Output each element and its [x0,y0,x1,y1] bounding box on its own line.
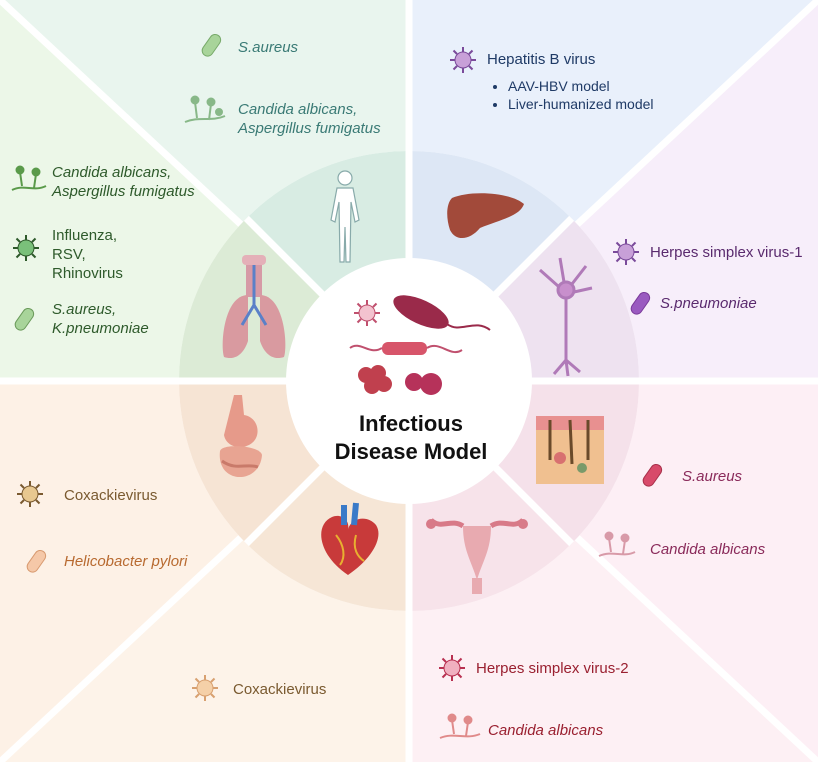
reproductive-fungus-label: Candida albicans [488,722,604,739]
lung-icon [222,255,286,359]
lung-bacterium-icon [14,307,35,331]
lung-virus-line3: Rhinovirus [52,265,123,282]
neuron-virus-label: Herpes simplex virus-1 [650,244,803,261]
center-virus-icon [353,299,381,327]
center-bacterium-icon [393,295,449,329]
uterus-icon [426,518,528,594]
lung-bacteria-line1: S.aureus, [52,301,117,318]
reproductive-candida-mycelium-icon [439,713,481,739]
lung-virus-line2: RSV, [52,246,86,263]
lung-bacteria-line2: K.pneumoniae [52,320,149,337]
center-title-line2: Disease Model [334,439,488,464]
liver-model-item: AAV-HBV model [508,77,654,95]
gut-bacteria-label: Helicobacter pylori [64,553,188,570]
lung-virus-line1: Influenza, [52,227,118,244]
helicobacter-bacterium-icon [26,549,47,573]
heart-icon [321,502,379,575]
coxackievirus-heart-icon [191,674,219,702]
whole-body-pathogen-2-line2: Aspergillus fumigatus [238,120,381,137]
neuron-icon [539,257,593,377]
center-title: Infectious Disease Model [306,410,516,466]
center-pathogen-cluster [349,295,491,395]
center-rod-bacterium-icon [382,342,427,355]
neuron-bacteria-label: S.pneumoniae [660,295,757,312]
hsv1-virus-icon [612,238,640,266]
skin-candida-mycelium-icon [598,531,636,557]
skin-fungus-label: Candida albicans [650,541,766,558]
lung-fungi-mycelium-icon [11,165,47,191]
center-title-line1: Infectious [359,411,463,436]
hsv2-virus-icon [438,654,466,682]
heart-virus-label: Coxackievirus [233,681,327,698]
center-cocci-cluster-icon [358,365,392,394]
reproductive-virus-label: Herpes simplex virus-2 [476,660,629,677]
skin-s-aureus-bacterium-icon [642,463,663,487]
liver-model-item: Liver-humanized model [508,95,654,113]
coxackievirus-gut-icon [16,480,44,508]
liver-model-list: AAV-HBV model Liver-humanized model [490,77,654,113]
gut-virus-label: Coxackievirus [64,487,158,504]
stomach-intestine-icon [219,395,262,478]
lung-fungi-line1: Candida albicans, [52,164,172,181]
fungi-mycelium-icon [184,95,226,123]
skin-tissue-icon [536,416,604,484]
influenza-virus-icon [12,234,40,262]
hepatitis-b-virus-icon [449,46,477,74]
skin-bacteria-label: S.aureus [682,468,743,485]
lung-fungi-line2: Aspergillus fumigatus [52,183,195,200]
human-body-icon [330,170,360,263]
center-spore-icon [405,373,442,395]
s-pneumoniae-bacterium-icon [630,291,651,315]
s-aureus-bacterium-icon [201,33,222,57]
whole-body-pathogen-2-line1: Candida albicans, [238,101,358,118]
liver-icon [447,193,524,239]
liver-virus-label: Hepatitis B virus [487,51,596,68]
whole-body-pathogen-1: S.aureus [238,39,299,56]
